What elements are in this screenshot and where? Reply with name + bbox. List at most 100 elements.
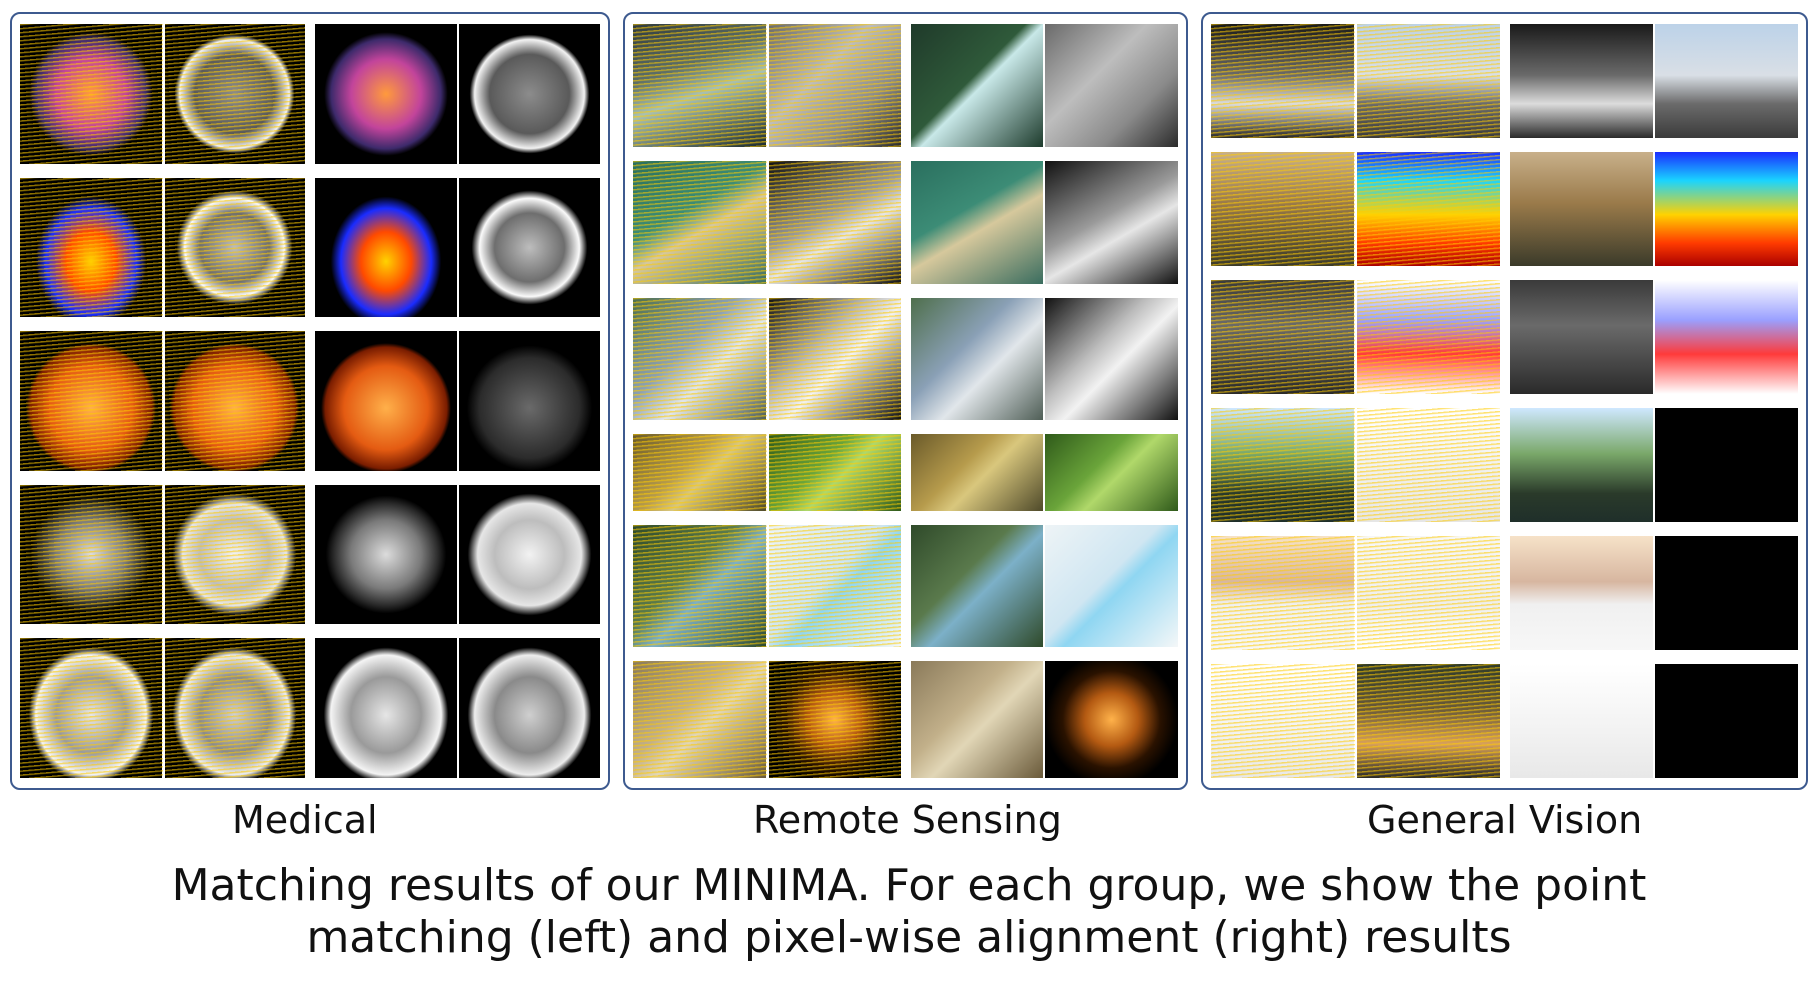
general-row-2 <box>1211 152 1798 266</box>
panel-medical <box>10 12 610 790</box>
sar-image <box>1045 24 1178 147</box>
pair-divider <box>766 24 769 147</box>
optical-image <box>910 297 1044 421</box>
alignment-pair <box>315 331 600 471</box>
event-image <box>1356 280 1500 394</box>
sketch-image <box>1356 408 1500 522</box>
label-medical: Medical <box>232 798 378 842</box>
rgb-image <box>1509 280 1653 394</box>
mri-skull-image <box>20 638 162 778</box>
point-matching-pair <box>633 297 901 421</box>
point-matching-pair <box>1211 664 1500 778</box>
optical-image <box>910 160 1044 284</box>
remote-row-4 <box>633 434 1178 511</box>
medical-row-5 <box>20 638 600 778</box>
depth-image <box>1654 152 1798 266</box>
night-light-image <box>1045 661 1178 778</box>
pet-image <box>20 24 162 164</box>
pair-divider <box>162 331 165 471</box>
rgb-image <box>1509 152 1653 266</box>
alignment-pair <box>910 297 1178 421</box>
point-matching-pair <box>1211 408 1500 522</box>
mri-image <box>163 177 305 318</box>
general-row-1 <box>1211 24 1798 138</box>
dog-image <box>1356 664 1500 778</box>
remote-row-1 <box>633 24 1178 147</box>
map-image <box>1045 524 1178 648</box>
rgb-image <box>1654 24 1798 138</box>
mri-skull-image <box>458 638 600 778</box>
alignment-pair <box>1509 664 1798 778</box>
fundus-image <box>315 331 457 471</box>
optical-image <box>910 661 1044 778</box>
bicycle-photo <box>1356 536 1500 650</box>
medical-row-4 <box>20 484 600 625</box>
mri-t1-image <box>20 484 162 625</box>
infrared-image <box>1045 434 1178 511</box>
alignment-pair <box>910 160 1178 284</box>
general-row-4 <box>1211 408 1798 522</box>
spect-image <box>315 177 457 318</box>
pair-divider <box>766 160 769 284</box>
photo-image <box>1509 408 1653 522</box>
pair-divider <box>766 524 769 648</box>
figure-caption: Matching results of our MINIMA. For each… <box>0 860 1818 964</box>
pair-divider <box>766 434 769 511</box>
bicycle-warped-image <box>1654 536 1798 650</box>
alignment-pair <box>1509 408 1798 522</box>
thermal-image <box>1509 24 1653 138</box>
optical-image <box>633 661 766 778</box>
caption-line-2: matching (left) and pixel-wise alignment… <box>306 912 1512 963</box>
point-matching-pair <box>1211 536 1500 650</box>
label-general-vision: General Vision <box>1367 798 1643 842</box>
photo-image <box>1211 408 1355 522</box>
infrared-image <box>767 434 901 511</box>
pair-divider <box>1355 536 1358 650</box>
optical-image <box>633 524 766 648</box>
event-image <box>1654 280 1798 394</box>
point-matching-pair <box>633 160 901 284</box>
mri-t1-image <box>315 484 457 625</box>
optical-image <box>633 297 766 421</box>
panel-remote-sensing <box>623 12 1188 790</box>
sketch-warped-image <box>1654 408 1798 522</box>
pair-divider <box>162 484 165 625</box>
spect-image <box>20 177 162 318</box>
alignment-pair <box>910 24 1178 147</box>
point-matching-pair <box>1211 280 1500 394</box>
ct-image <box>458 24 600 164</box>
point-matching-pair <box>20 24 305 164</box>
optical-image <box>633 160 766 284</box>
point-matching-pair <box>633 434 901 511</box>
alignment-pair <box>315 177 600 318</box>
map-image <box>767 524 901 648</box>
sar-image <box>767 160 901 284</box>
point-matching-pair <box>20 484 305 625</box>
point-matching-pair <box>1211 152 1500 266</box>
pair-divider <box>1355 408 1358 522</box>
pair-divider <box>1355 280 1358 394</box>
label-remote-sensing: Remote Sensing <box>753 798 1062 842</box>
sar-image <box>767 24 901 147</box>
thermal-image <box>1211 24 1355 138</box>
alignment-pair <box>1509 280 1798 394</box>
sar-image <box>1045 160 1178 284</box>
depth-image <box>767 297 901 421</box>
alignment-pair <box>910 524 1178 648</box>
panel-general-vision <box>1201 12 1808 790</box>
pair-divider <box>162 24 165 164</box>
fundus-image <box>20 331 162 471</box>
general-row-6 <box>1211 664 1798 778</box>
cat-image <box>1211 664 1355 778</box>
remote-row-2 <box>633 160 1178 284</box>
optical-image <box>910 24 1044 147</box>
bicycle-photo <box>1211 536 1355 650</box>
general-row-5 <box>1211 536 1798 650</box>
pair-divider <box>1355 152 1358 266</box>
optical-image <box>910 434 1044 511</box>
pair-divider <box>1355 664 1358 778</box>
optical-image <box>633 24 766 147</box>
medical-row-2 <box>20 177 600 318</box>
depth-image <box>1045 297 1178 421</box>
night-light-image <box>767 661 901 778</box>
